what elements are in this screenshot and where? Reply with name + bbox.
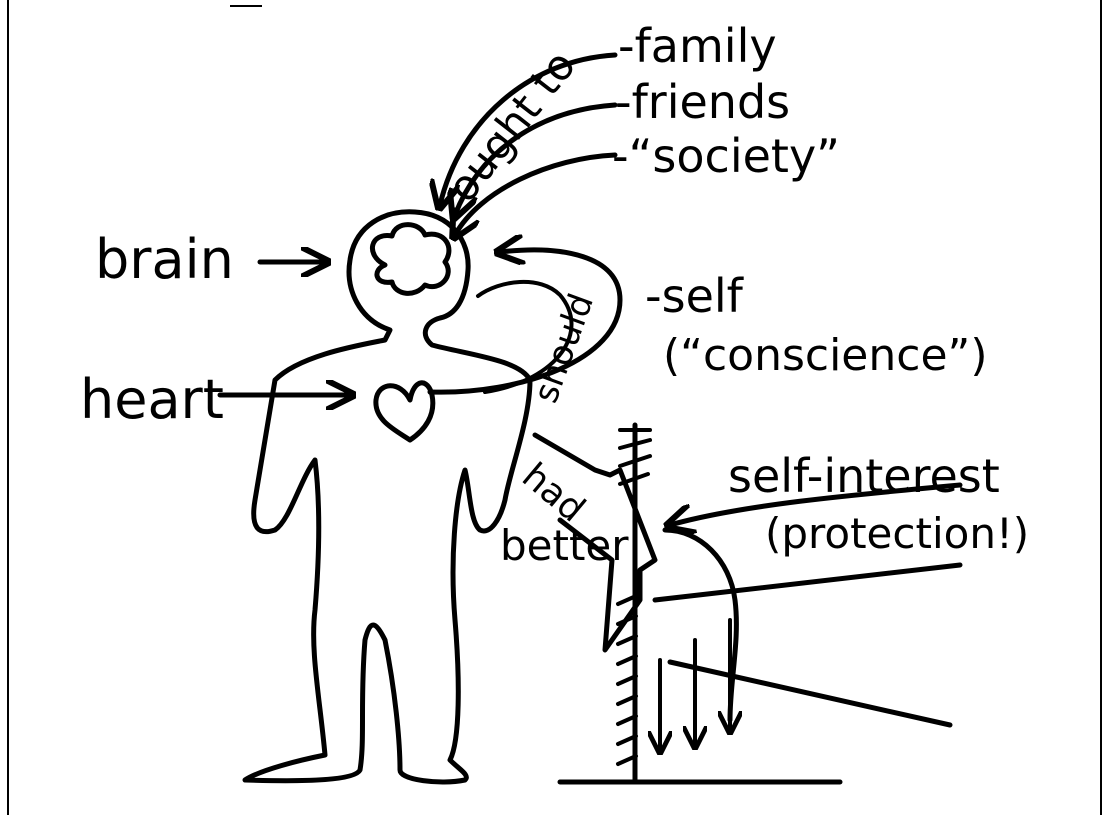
label-family: -family	[618, 19, 777, 73]
label-had: had	[514, 455, 592, 530]
perspective-line-bottom	[670, 662, 950, 725]
label-better: better	[500, 521, 629, 570]
heart-icon	[376, 383, 433, 440]
brain-icon	[372, 225, 448, 294]
label-conscience: (“conscience”)	[663, 330, 987, 381]
label-brain: brain	[95, 228, 234, 291]
person-outline	[245, 212, 530, 782]
perspective-line-top	[655, 565, 960, 600]
label-friends: -friends	[615, 75, 790, 129]
drip-arrows	[660, 620, 730, 750]
label-society: -“society”	[612, 129, 840, 183]
label-protection: (protection!)	[765, 509, 1029, 558]
label-self-interest: self-interest	[728, 449, 1000, 503]
label-heart: heart	[80, 368, 224, 431]
protection-shape	[665, 530, 736, 720]
label-self: -self	[645, 269, 745, 323]
